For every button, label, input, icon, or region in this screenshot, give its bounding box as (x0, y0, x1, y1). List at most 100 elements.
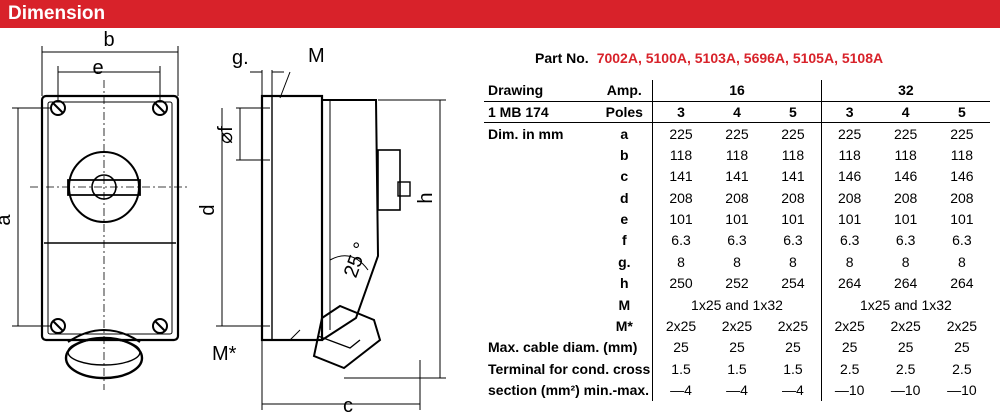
header-amp-16: 16 (652, 80, 822, 102)
dim-label-M: M (308, 45, 325, 67)
side-housing (260, 94, 324, 342)
table-cell: 6.3 (783, 232, 803, 249)
table-cell: 25 (729, 339, 745, 356)
table-cell: 6.3 (652, 229, 709, 252)
table-cell: 2x25 (820, 315, 878, 337)
dimension-drawing: b e a g. M ⌀f d h 25 ° M* c (0, 29, 446, 417)
table-cell: 8 (820, 251, 878, 273)
table-cell: 118 (652, 144, 709, 166)
header-amp: Amp. (596, 80, 653, 102)
dim-label-a: a (0, 214, 15, 226)
dim-label-M-star: M* (212, 343, 237, 365)
table-cell: —4 (782, 382, 804, 399)
table-cell: 1.5 (652, 358, 709, 380)
table-cell: 101 (781, 211, 805, 228)
table-cell: 225 (725, 125, 749, 142)
header-bar: Dimension (0, 0, 1000, 28)
table-cell: 254 (781, 275, 805, 292)
table-cell: 2x25 (721, 317, 753, 334)
table-cell: 1x25 and 1x32 (652, 293, 822, 316)
table-cell: 2x25 (946, 317, 978, 334)
table-cell: —4 (652, 379, 709, 401)
table-cell: —10 (820, 379, 878, 401)
table-cell: 225 (820, 122, 878, 145)
table-cell: 118 (950, 146, 974, 163)
row-label: section (mm²) min.-max. (488, 382, 650, 399)
table-cell: 252 (725, 275, 749, 292)
table-cell: 208 (725, 189, 749, 206)
table-cell: 25 (820, 336, 878, 359)
table-cell: —10 (947, 382, 977, 399)
table-cell: 101 (652, 208, 709, 230)
table-cell: 101 (725, 211, 749, 228)
row-key: h (620, 275, 629, 292)
table-cell: 146 (893, 168, 918, 185)
header-poles-value: 3 (652, 101, 709, 124)
table-cell: 8 (733, 253, 741, 270)
page-title: Dimension (8, 3, 106, 24)
row-label (484, 187, 596, 208)
table-cell: 2x25 (890, 317, 921, 334)
table-row: section (mm²) min.-max.—4—4—4—10—10—10 (484, 379, 990, 401)
table-cell: 141 (725, 168, 749, 185)
table-cell: 141 (652, 165, 709, 187)
row-key: a (620, 125, 629, 142)
table-cell: 208 (781, 189, 805, 206)
table-cell: 6.3 (952, 232, 972, 249)
row-key: d (620, 189, 629, 206)
table-cell: 101 (820, 208, 878, 230)
row-label: Terminal for cond. cross (488, 360, 651, 377)
dim-label-h: h (415, 192, 437, 203)
table-cell: 25 (954, 339, 970, 356)
row-label (484, 273, 596, 294)
table-cell: 118 (725, 146, 749, 163)
table-cell: 101 (893, 211, 918, 228)
table-cell: —10 (890, 382, 921, 399)
table-cell: 225 (893, 125, 918, 142)
table-cell: 8 (901, 253, 910, 270)
table-cell: 8 (789, 253, 797, 270)
header-poles: Poles (596, 101, 653, 124)
table-cell: 146 (820, 165, 878, 187)
table-cell: 264 (950, 275, 974, 292)
table-cell: 1.5 (727, 360, 747, 377)
table-cell: 208 (950, 189, 974, 206)
row-label (484, 294, 596, 315)
table-cell: 118 (820, 144, 878, 166)
table-cell: 225 (781, 125, 805, 142)
dim-label-b: b (103, 29, 114, 51)
table-cell: 264 (893, 275, 918, 292)
table-cell: 141 (781, 168, 805, 185)
header-poles-value: 4 (708, 101, 766, 124)
table-cell: 25 (897, 339, 914, 356)
header-amp-32: 32 (820, 80, 990, 102)
table-cell: 6.3 (895, 232, 916, 249)
table-cell: 264 (820, 272, 878, 294)
table-cell: 1x25 and 1x32 (820, 293, 990, 316)
header-drawing-no: 1 MB 174 (484, 101, 597, 124)
table-cell: 2.5 (820, 358, 878, 380)
header-poles-value: 5 (765, 101, 822, 124)
table-cell: 208 (893, 189, 918, 206)
table-cell: 2.5 (952, 360, 972, 377)
table-cell: 225 (652, 122, 709, 145)
row-label (484, 208, 596, 229)
table-cell: 6.3 (820, 229, 878, 252)
table-cell: 2.5 (895, 360, 916, 377)
table-cell: 2x25 (652, 315, 709, 337)
table-cell: 118 (894, 146, 917, 163)
row-key: b (620, 146, 629, 163)
dim-label-d: d (197, 204, 219, 215)
table-cell: 250 (652, 272, 709, 294)
row-key: M (618, 296, 631, 313)
dim-label-g: g. (232, 47, 249, 69)
